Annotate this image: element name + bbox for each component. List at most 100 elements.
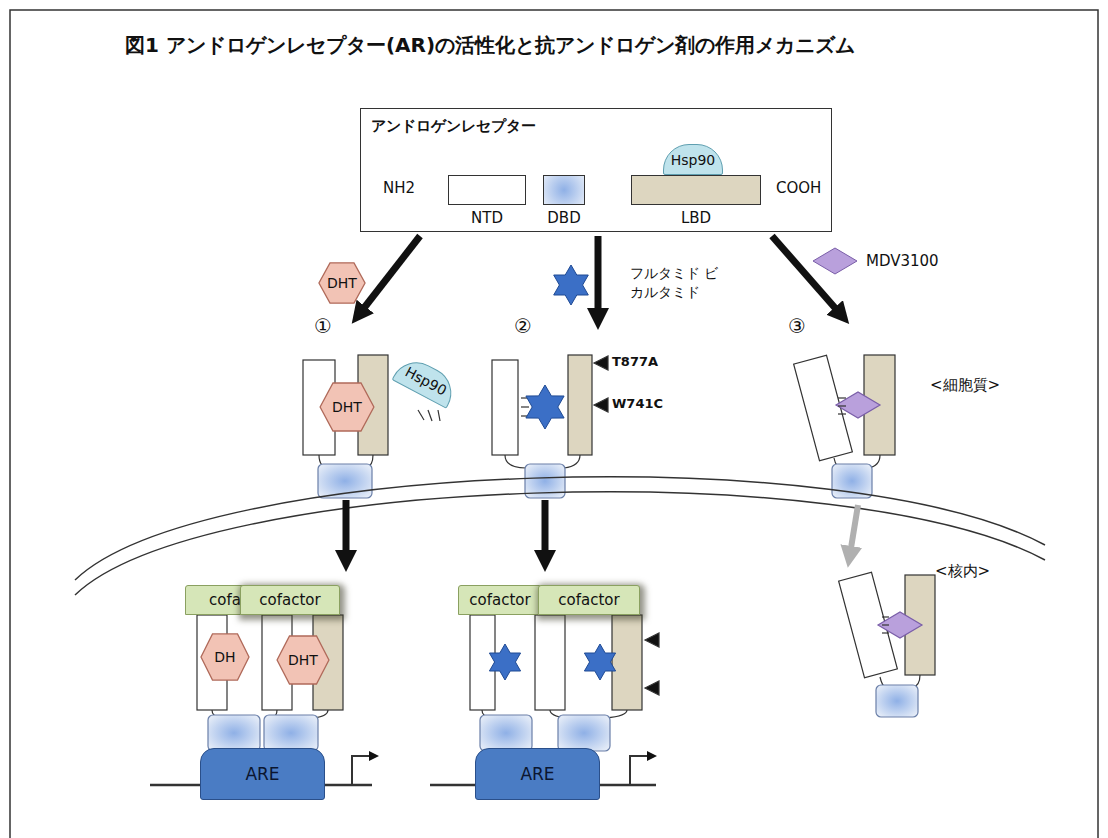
illustration-part xyxy=(535,615,565,710)
text-label: NH2 xyxy=(383,179,415,197)
illustration-part xyxy=(838,413,846,414)
illustration-part xyxy=(418,410,424,420)
dht-hexagon: DHT xyxy=(318,262,366,304)
illustration-part xyxy=(470,615,495,710)
illustration-part xyxy=(558,715,610,751)
illustration-part xyxy=(492,360,518,455)
illustration-part xyxy=(645,633,659,647)
domain-rect xyxy=(543,175,585,205)
hsp90-cap: Hsp90 xyxy=(663,144,723,175)
illustration-part xyxy=(882,616,889,617)
text-label: COOH xyxy=(776,179,821,197)
illustration-part xyxy=(542,500,549,552)
illustration-part xyxy=(839,572,935,717)
hexagon-shape xyxy=(320,383,374,431)
dht-hexagon: DH xyxy=(200,633,250,681)
antiandrogen-star xyxy=(526,385,564,429)
text-label: <細胞質> xyxy=(930,376,1000,395)
node-label: DBD xyxy=(547,209,580,227)
domain-rect xyxy=(631,175,761,205)
node-label: ARE xyxy=(245,764,279,784)
illustration-part xyxy=(428,410,432,421)
illustration-part xyxy=(10,10,1098,838)
hexagon-shape xyxy=(319,263,365,303)
illustration-part xyxy=(645,681,659,695)
node-label: cofactor xyxy=(469,591,530,609)
node-label: ARE xyxy=(520,764,554,784)
node-label: cofactor xyxy=(558,591,619,609)
illustration-part xyxy=(480,715,532,751)
illustration-part xyxy=(343,500,350,552)
are-element: ARE xyxy=(200,748,325,800)
dht-hexagon: DHT xyxy=(276,635,330,685)
antiandrogen-star xyxy=(584,644,615,680)
text-label: ① xyxy=(314,314,332,338)
node-label: Hsp90 xyxy=(671,152,716,168)
illustration-part xyxy=(838,397,846,398)
node-label: DH xyxy=(214,649,235,665)
illustration-part xyxy=(794,355,895,498)
illustration-part xyxy=(264,715,318,751)
domain-box: DBD xyxy=(543,175,585,231)
illustration-part xyxy=(208,715,260,751)
cofactor-box: cofactor xyxy=(458,585,542,615)
illustration-part xyxy=(489,385,615,680)
node-label: LBD xyxy=(681,209,711,227)
text-label: T877A xyxy=(612,354,658,369)
drug-diamond: MDV3100 xyxy=(812,246,952,276)
antiandrogen-star xyxy=(489,644,520,680)
text-label: <核内> xyxy=(935,562,990,581)
illustration-part xyxy=(839,572,898,677)
node-label: cofactor xyxy=(259,591,320,609)
illustration-part xyxy=(851,505,858,548)
illustration-part xyxy=(595,236,602,310)
illustration-part xyxy=(878,612,922,638)
figure-title: 図1 アンドロゲンレセプター(AR)の活性化と抗アンドロゲン剤の作用メカニズム xyxy=(125,32,855,59)
illustration-part xyxy=(521,406,529,407)
illustration-part xyxy=(594,398,608,412)
node-label: Hsp90 xyxy=(403,363,450,398)
illustration-part xyxy=(876,685,918,717)
illustration-part xyxy=(568,355,592,455)
drug-star: フルタミド ビカルタミド xyxy=(550,262,730,312)
text-label: ③ xyxy=(788,314,806,338)
diamond-shape xyxy=(813,248,857,274)
illustration-part xyxy=(352,756,370,785)
node-label: NTD xyxy=(471,209,503,227)
diamond-symbol xyxy=(812,247,858,275)
illustration-part xyxy=(564,455,580,468)
illustration-part xyxy=(836,392,880,418)
text-label: ② xyxy=(514,314,532,338)
illustration-part xyxy=(772,236,836,309)
illustration-part xyxy=(630,756,648,785)
node-label: DHT xyxy=(327,275,357,291)
illustration-part xyxy=(882,632,889,633)
are-element: ARE xyxy=(475,748,600,800)
star-shape xyxy=(554,265,589,305)
hexagon-shape xyxy=(201,634,249,680)
node-label: DHT xyxy=(332,399,362,415)
hexagon-shape xyxy=(277,636,329,684)
cofactor-box: cofactor xyxy=(240,585,340,615)
cofactor-box: cofactor xyxy=(538,585,640,615)
illustration-part xyxy=(438,410,440,421)
domain-box: LBD xyxy=(631,175,761,231)
illustration-part xyxy=(838,405,846,406)
illustration-part xyxy=(75,492,1045,595)
hsp90-cap: Hsp90 xyxy=(392,353,461,409)
node-label: アンドロゲンレセプター xyxy=(371,117,536,136)
receptor-box: アンドロゲンレセプター NTD DBD LBD Hsp90 xyxy=(360,108,832,232)
dht-hexagon: DHT xyxy=(319,382,375,432)
text-label: W741C xyxy=(612,396,663,411)
node-label: cofa xyxy=(209,591,241,609)
node-label: DHT xyxy=(288,652,318,668)
node-label: MDV3100 xyxy=(866,252,939,270)
illustration-part xyxy=(364,236,420,308)
star-symbol xyxy=(550,264,592,306)
domain-rect xyxy=(448,175,526,205)
illustration-part xyxy=(882,624,889,625)
illustration-part xyxy=(612,615,642,710)
domain-box: NTD xyxy=(448,175,526,231)
node-label: フルタミド ビカルタミド xyxy=(630,264,722,302)
